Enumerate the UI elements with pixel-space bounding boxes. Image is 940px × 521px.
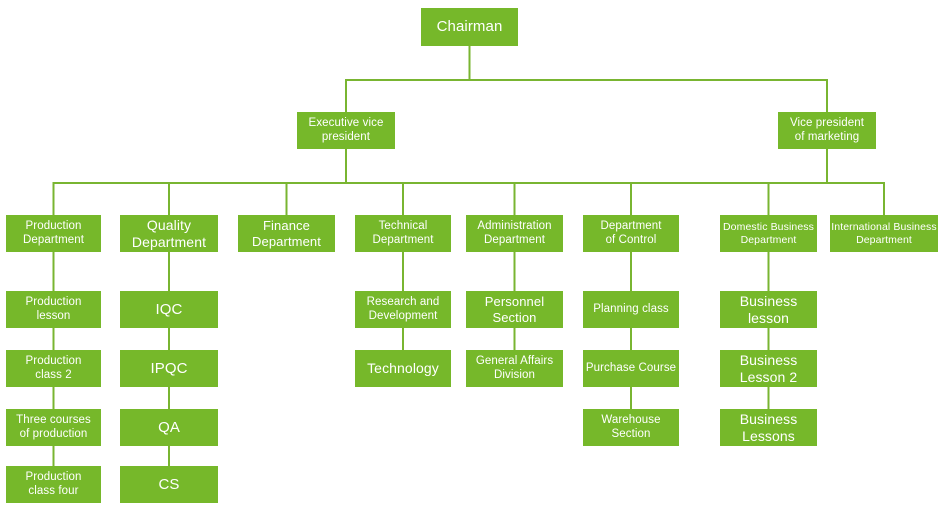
- org-node-administration-department: Administration Department: [466, 215, 563, 252]
- org-node-production-class-four: Production class four: [6, 466, 101, 503]
- org-node-cs: CS: [120, 466, 218, 503]
- org-node-planning-class: Planning class: [583, 291, 679, 328]
- org-node-finance-department: Finance Department: [238, 215, 335, 252]
- org-node-quality-department: Quality Department: [120, 215, 218, 252]
- org-node-iqc: IQC: [120, 291, 218, 328]
- org-node-business-lessons: Business Lessons: [720, 409, 817, 446]
- org-node-production-department: Production Department: [6, 215, 101, 252]
- org-node-warehouse-section: Warehouse Section: [583, 409, 679, 446]
- org-node-three-courses-of-production: Three courses of production: [6, 409, 101, 446]
- org-node-chairman: Chairman: [421, 8, 518, 46]
- org-node-qa: QA: [120, 409, 218, 446]
- org-node-vice-president-of-marketing: Vice president of marketing: [778, 112, 876, 149]
- org-node-domestic-business-department: Domestic Business Department: [720, 215, 817, 252]
- org-node-executive-vice-president: Executive vice president: [297, 112, 395, 149]
- org-node-department-of-control: Department of Control: [583, 215, 679, 252]
- org-node-ipqc: IPQC: [120, 350, 218, 387]
- connector-lines: [52, 46, 885, 466]
- org-node-technical-department: Technical Department: [355, 215, 451, 252]
- org-node-technology: Technology: [355, 350, 451, 387]
- org-node-business-lesson-2: Business Lesson 2: [720, 350, 817, 387]
- org-node-research-and-development: Research and Development: [355, 291, 451, 328]
- org-node-production-class-2: Production class 2: [6, 350, 101, 387]
- org-node-business-lesson: Business lesson: [720, 291, 817, 328]
- org-node-personnel-section: Personnel Section: [466, 291, 563, 328]
- org-node-international-business-department: International Business Department: [830, 215, 938, 252]
- org-node-production-lesson: Production lesson: [6, 291, 101, 328]
- org-node-purchase-course: Purchase Course: [583, 350, 679, 387]
- org-node-general-affairs-division: General Affairs Division: [466, 350, 563, 387]
